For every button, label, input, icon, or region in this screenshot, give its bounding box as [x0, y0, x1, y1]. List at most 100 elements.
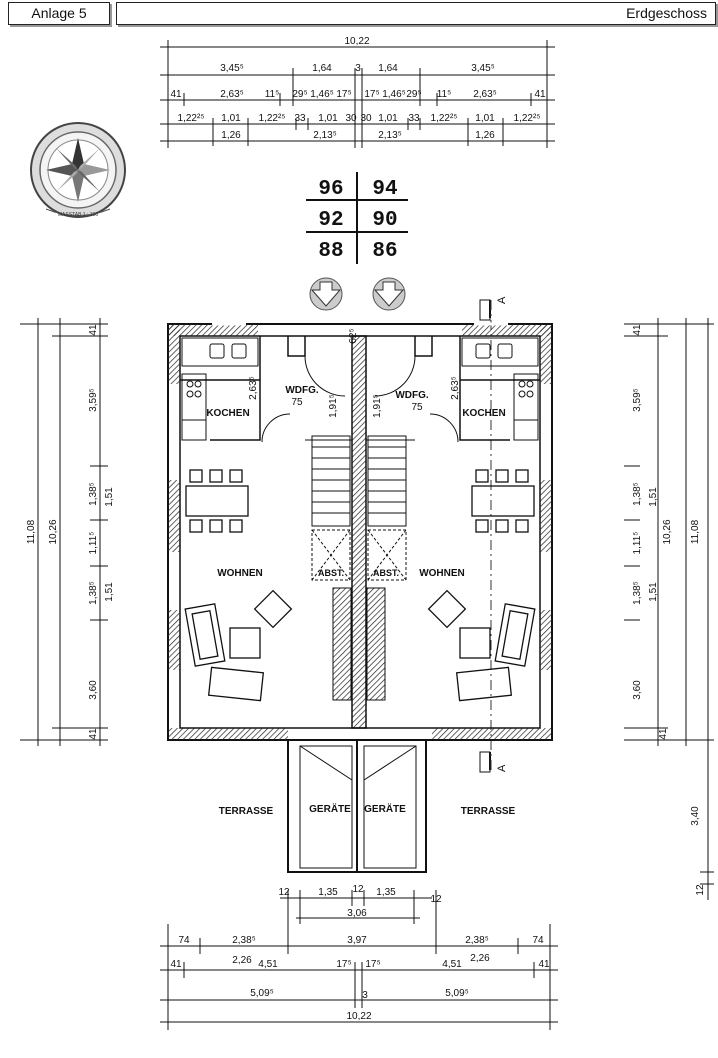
hatched-shafts — [332, 587, 386, 701]
room-label-abst-right: ABST. — [373, 568, 399, 578]
compass-rose: MASSTAB 1 : 100 — [30, 122, 126, 218]
dim-bottom-r4-0: 5,09⁵ — [250, 988, 274, 999]
room-label-kochen-left: KOCHEN — [206, 408, 249, 419]
unit-86: 86 — [372, 240, 397, 263]
dim-right-seg-0: 41 — [632, 324, 643, 336]
unit-96: 96 — [318, 178, 343, 201]
dim-bottom-r2-1: 2,38⁵ — [232, 935, 256, 946]
dim-top-r3-0: 41 — [170, 89, 182, 100]
dim-hall-right: 1,91⁵ — [372, 394, 383, 418]
floor-title-text: Erdgeschoss — [626, 5, 707, 21]
dim-left-win-0: 1,51 — [104, 487, 115, 507]
dim-right-bottom: 12 — [695, 884, 706, 896]
dim-right-total: 11,08 — [690, 519, 701, 544]
dim-top-r4-8: 33 — [408, 113, 420, 124]
dim-top-r3-9: 11⁵ — [437, 89, 452, 100]
dim-top-r4-3: 33 — [294, 113, 306, 124]
dim-top-r5-2: 2,13⁵ — [378, 130, 402, 141]
dim-bottom-shed-1: 1,35 — [318, 887, 338, 898]
room-label-wdfg-right: WDFG. — [395, 390, 429, 401]
room-label-wdfg-left: WDFG. — [285, 385, 319, 396]
dim-right-seg-3: 1,11⁵ — [632, 532, 643, 555]
dim-bottom-r2-0: 74 — [178, 935, 190, 946]
dim-top-r4-11: 1,22²⁵ — [514, 113, 541, 124]
room-label-abst-left: ABST. — [318, 568, 344, 578]
dim-top-r3-10: 2,63⁵ — [473, 89, 497, 100]
room-label-wohnen-left: WOHNEN — [217, 568, 263, 579]
living-furniture-left — [184, 589, 293, 702]
dim-top-r3-1: 2,63⁵ — [220, 89, 244, 100]
room-label-geraete-left: GERÄTE — [309, 802, 351, 815]
kitchen-fixtures-right — [461, 337, 539, 441]
dim-bottom-shed-4: 12 — [430, 894, 442, 905]
dim-top-r5-1: 2,13⁵ — [313, 130, 337, 141]
unit-94: 94 — [372, 178, 397, 201]
dim-left-win-1: 1,51 — [104, 582, 115, 602]
section-marker-bottom: A — [479, 751, 508, 773]
dim-bottom-r3-3: 17⁵ — [336, 959, 351, 970]
dim-bottom-shed-3: 1,35 — [376, 887, 396, 898]
dim-top-r4-7: 1,01 — [378, 113, 398, 124]
dim-bottom-r3-5: 4,51 — [442, 959, 462, 970]
room-label-wohnen-right: WOHNEN — [419, 568, 465, 579]
dining-set-left — [185, 469, 249, 533]
bottom-dimension-chain — [160, 890, 558, 1030]
dim-kitchen-right: 2,63⁵ — [450, 376, 461, 400]
dim-top-r3-11: 41 — [534, 89, 546, 100]
dim-top-wall: 62⁵ — [348, 328, 359, 343]
dim-bottom-shed-0: 12 — [278, 887, 290, 898]
dim-left-seg-0: 41 — [88, 324, 99, 336]
building-walls — [167, 322, 553, 741]
entrance-arrows — [309, 277, 406, 311]
top-dimension-chain — [160, 40, 555, 148]
dim-top-r4-0: 1,22²⁵ — [178, 113, 205, 124]
dim-top-r3-2: 11⁵ — [265, 89, 280, 100]
dim-top-total: 10,22 — [344, 36, 369, 47]
dim-bottom-r3-2: 4,51 — [258, 959, 278, 970]
unit-number-grid — [306, 172, 408, 264]
dim-top-r4-2: 1,22²⁵ — [259, 113, 286, 124]
living-furniture-right — [427, 589, 536, 702]
dim-right-terrace: 3,40 — [690, 806, 701, 826]
dim-top-r3-7: 1,46⁵ — [382, 89, 406, 100]
dim-bottom-r2-3: 2,38⁵ — [465, 935, 489, 946]
dim-left-seg-3: 1,11⁵ — [88, 532, 99, 555]
dim-top-r4-9: 1,22²⁵ — [431, 113, 458, 124]
unit-88: 88 — [318, 240, 343, 263]
dim-bottom-r4-2: 5,09⁵ — [445, 988, 469, 999]
room-label-geraete-right: GERÄTE — [364, 802, 406, 815]
dim-bottom-r3-6: 2,26 — [470, 953, 490, 964]
dim-right-seg-6: 41 — [658, 728, 669, 740]
section-label-top: A — [496, 296, 508, 304]
staircase-right — [367, 435, 407, 581]
dim-top-r4-10: 1,01 — [475, 113, 495, 124]
garden-sheds — [287, 739, 427, 873]
dim-top-r3-6: 17⁵ — [364, 89, 379, 100]
dim-top-r3-3: 29⁵ — [292, 89, 307, 100]
dim-top-r2-2: 3 — [355, 63, 361, 74]
dim-wdfg-right: 75 — [411, 402, 423, 413]
dim-bottom-r3-7: 41 — [538, 959, 550, 970]
dim-right-seg-4: 1,38⁵ — [632, 581, 643, 605]
dim-top-r4-5: 30 — [345, 113, 357, 124]
dim-left-seg-1: 3,59⁵ — [88, 388, 99, 412]
dim-kitchen-left: 2,63⁵ — [248, 376, 259, 400]
dim-right-seg-5: 3,60 — [632, 680, 643, 700]
dim-top-r3-4: 1,46⁵ — [310, 89, 334, 100]
dim-left-total: 11,08 — [26, 519, 37, 544]
dim-wdfg-left: 75 — [291, 397, 303, 408]
dim-bottom-r4-1: 3 — [362, 990, 368, 1001]
dim-hall-left: 1,91⁵ — [328, 394, 339, 418]
floor-title: Erdgeschoss — [116, 2, 716, 25]
kitchen-fixtures-left — [181, 337, 259, 441]
room-label-terrasse-left: TERRASSE — [219, 806, 274, 817]
dim-top-r2-1: 1,64 — [312, 63, 332, 74]
dim-top-r3-8: 29⁵ — [406, 89, 421, 100]
dim-bottom-r3-4: 17⁵ — [365, 959, 380, 970]
dim-top-r2-0: 3,45⁵ — [220, 63, 244, 74]
dim-left-inner: 10,26 — [48, 519, 59, 544]
dim-top-r5-0: 1,26 — [221, 130, 241, 141]
dim-right-win-1: 1,51 — [648, 582, 659, 602]
unit-92: 92 — [318, 209, 343, 232]
